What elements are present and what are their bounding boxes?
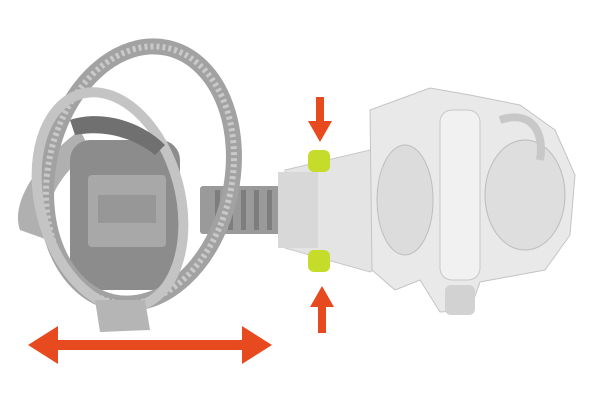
press-up-arrow bbox=[310, 286, 334, 333]
release-button-top[interactable] bbox=[308, 150, 330, 172]
heel-ring bbox=[18, 38, 242, 332]
toe-piece bbox=[369, 87, 576, 315]
release-button-bottom[interactable] bbox=[308, 250, 330, 272]
slide-horizontal-arrow bbox=[28, 326, 272, 364]
press-down-arrow bbox=[308, 97, 332, 142]
heel-base bbox=[95, 300, 150, 332]
